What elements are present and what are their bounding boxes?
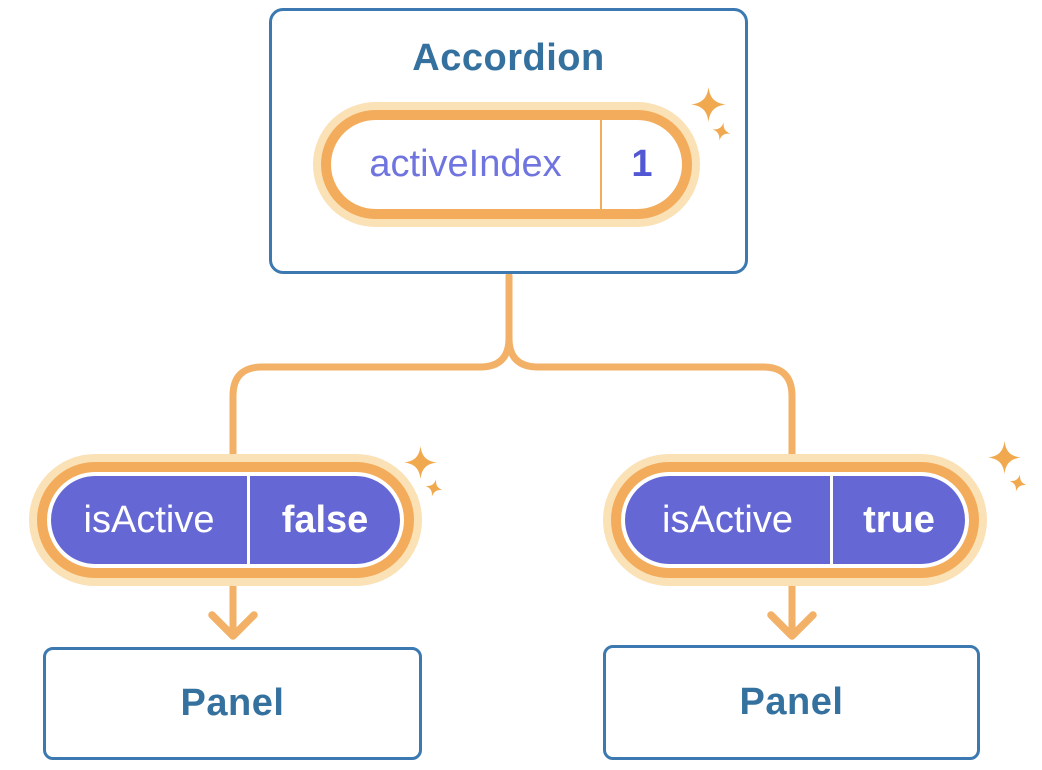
prop-label: isActive [662, 498, 793, 541]
prop-value: false [281, 498, 369, 541]
sparkle-icon [988, 441, 1021, 474]
accordion-title: Accordion [412, 37, 605, 79]
prop-pill-isactive-true: isActive true [621, 472, 969, 568]
sparkle-icon [404, 446, 437, 479]
sparkle-icon [423, 477, 445, 499]
state-label: activeIndex [369, 143, 562, 185]
sparkle-icon [710, 120, 733, 143]
state-pill: activeIndex 1 [321, 110, 692, 219]
panel-title: Panel [180, 682, 285, 724]
prop-pill-isactive-false: isActive false [47, 472, 404, 568]
pill-divider [600, 120, 602, 209]
prop-label: isActive [83, 498, 215, 541]
pill-divider [830, 476, 833, 564]
panel-node-left: Panel [43, 647, 422, 760]
state-value: 1 [631, 143, 653, 185]
connector-branch-right [505, 272, 796, 635]
accordion-node: Accordion activeIndex 1 [269, 8, 748, 274]
panel-title: Panel [739, 681, 844, 723]
sparkle-icon [691, 87, 726, 122]
pill-divider [247, 476, 250, 564]
sparkle-icon [1007, 472, 1029, 494]
panel-node-right: Panel [603, 645, 980, 760]
arrow-down-icon [208, 611, 258, 640]
arrow-down-icon [767, 611, 817, 640]
connector-branch-left [229, 272, 513, 635]
prop-value: true [863, 498, 935, 541]
